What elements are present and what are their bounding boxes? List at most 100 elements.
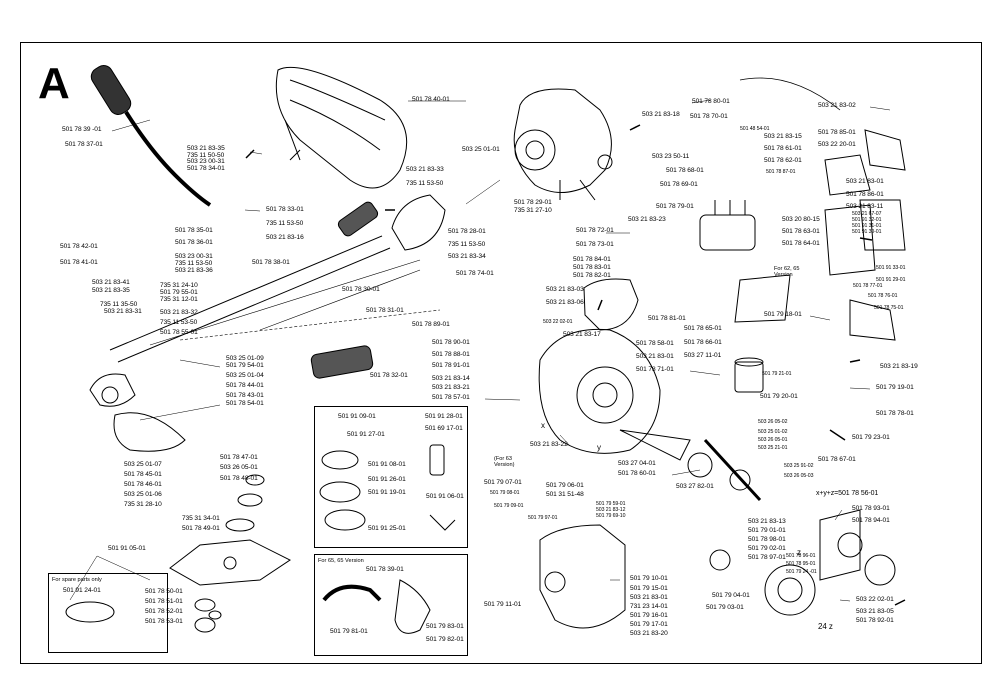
part-number-label: 501 79 59-01	[596, 501, 626, 507]
part-number-label: 503 25 01-07	[124, 461, 162, 468]
harness-strap	[275, 66, 408, 189]
part-number-label: 501 31 51-48	[546, 491, 584, 498]
crankshaft	[687, 438, 762, 502]
part-number-label: 503 21 83-01	[630, 594, 668, 601]
part-number-label: 501 78 79-01	[656, 203, 694, 210]
part-number-label: 501 78 61-01	[764, 145, 802, 152]
part-number-label: 501 78 55-01	[160, 329, 198, 336]
part-number-label: 503 21 67-07	[852, 211, 882, 217]
clutch-housing	[391, 194, 446, 251]
part-number-label: 501 78 33-01	[266, 206, 304, 213]
part-number-label: 501 91 30-01	[852, 229, 882, 235]
part-number-label: 501 79 09-01	[494, 503, 524, 509]
part-number-label: 501 91 32-01	[852, 217, 882, 223]
part-number-label: 501 78 63-01	[782, 228, 820, 235]
starter-assembly	[709, 509, 896, 616]
part-number-label: 501 78 93-01	[852, 505, 890, 512]
part-number-label: 501 79 03-01	[706, 604, 744, 611]
part-number-label: 503 25 01-04	[226, 372, 264, 379]
part-number-label: 501 79 23-01	[852, 434, 890, 441]
part-number-label: 735 11 35-50	[100, 301, 138, 308]
part-number-label: 503 22 02-01	[543, 319, 573, 325]
part-number-label: 501 79 20-01	[760, 393, 798, 400]
part-number-label: 501 78 52-01	[145, 608, 183, 615]
part-number-label: 501 79 15-01	[630, 585, 668, 592]
sheet-letter: A	[38, 59, 70, 108]
part-number-label: 503 21 83-16	[266, 234, 304, 241]
part-number-label: 501 79 11-01	[484, 601, 522, 608]
part-number-label: 501 78 54-01	[226, 400, 264, 407]
part-number-label: 501 78 49-01	[182, 525, 220, 532]
part-number-label: 501 78 97-01	[748, 554, 786, 561]
part-number-label: 501 79 04-01	[712, 592, 750, 599]
part-number-label: 501 78 75-01	[874, 305, 904, 311]
part-number-label: 501 91 26-01	[368, 476, 406, 483]
part-number-label: 735 31 12-01	[160, 296, 198, 303]
part-number-label: 501 79 08-01	[490, 490, 520, 496]
blade-washers	[194, 474, 265, 633]
part-number-label: 501 78 41-01	[60, 259, 98, 266]
grass-blade	[169, 539, 291, 586]
part-number-label: 501 91 06-01	[426, 493, 464, 500]
part-number-label: 501 79 55-01	[160, 289, 198, 296]
drawing-frame	[20, 42, 982, 664]
version-inset-box	[314, 554, 468, 656]
choke-cable	[739, 77, 841, 111]
part-number-label: 735 31 24-10	[160, 282, 198, 289]
part-number-label: 503 21 83-36	[175, 267, 213, 274]
part-number-label: 503 22 02-01	[856, 596, 894, 603]
part-number-label: 501 79 01-01	[748, 527, 786, 534]
part-number-label: 501 78 46-01	[124, 481, 162, 488]
part-number-label: 501 78 94-01	[852, 517, 890, 524]
part-number-label: 503 20 80-15	[782, 216, 820, 223]
part-number-label: 501 91 31-01	[852, 223, 882, 229]
part-number-label: 503 21 83-06	[546, 299, 584, 306]
part-number-label: 501 78 30-01	[342, 286, 380, 293]
part-number-label: 501 78 74-01	[456, 270, 494, 277]
piston	[734, 357, 764, 393]
part-number-label: 501 78 98-01	[748, 536, 786, 543]
part-number-label: 501 79 24 -01	[786, 569, 817, 575]
part-number-label: 501 78 51-01	[145, 598, 183, 605]
part-number-label: 501 78 38-01	[252, 259, 290, 266]
part-number-label: 501 78 42-01	[60, 243, 98, 250]
part-number-label: 731 23 14-01	[630, 603, 668, 610]
spare-parts-inset-box	[48, 573, 168, 653]
part-number-label: 503 21 83-14	[432, 375, 470, 382]
part-number-label: 501 78 84-01	[573, 256, 611, 263]
part-number-label: 503 21 83-35	[187, 145, 225, 152]
part-number-label: 503 21 83-22	[530, 441, 568, 448]
carburettor	[699, 200, 791, 323]
spare-parts-note: For spare parts only	[52, 577, 102, 583]
part-number-label: 503 26 05-01	[220, 464, 258, 471]
reference-letter: 24 z	[818, 622, 833, 631]
part-number-label: 501 48 54-01	[740, 126, 770, 132]
part-number-label: 503 26 05-02	[758, 419, 788, 425]
part-number-label: 503 21 83-12	[596, 507, 626, 513]
part-number-label: 501 78 37-01	[65, 141, 103, 148]
part-number-label: 735 31 28-10	[124, 501, 162, 508]
part-number-label: 501 91 28-01	[425, 413, 463, 420]
grip-sleeve	[310, 345, 374, 379]
part-number-label: 503 23 00-31	[175, 253, 213, 260]
part-number-label: 501 78 70-01	[690, 113, 728, 120]
part-number-label: 503 27 04-01	[618, 460, 656, 467]
part-number-label: 501 91 19-01	[368, 489, 406, 496]
gear-head	[89, 373, 186, 452]
part-number-label: 503 21 83-33	[406, 166, 444, 173]
part-number-label: 503 26 05-01	[758, 437, 788, 443]
version-63-note: (For 63 Version)	[494, 456, 515, 468]
part-number-label: 501 79 07-01	[484, 479, 522, 486]
leader-lines	[69, 99, 891, 602]
part-number-label: 503 21 83-23	[628, 216, 666, 223]
part-number-label: 501 91 24-01	[63, 587, 101, 594]
part-number-label: 501 78 78-01	[876, 410, 914, 417]
version-65-handle	[322, 579, 431, 634]
trimmer-head-kit	[319, 444, 456, 531]
part-number-label: 735 11 53-50	[160, 319, 198, 326]
engine-assembly	[513, 88, 613, 201]
part-number-label: 503 21 83-05	[856, 608, 894, 615]
fuel-tank	[539, 524, 626, 629]
part-number-label: 735 11 53-50	[448, 241, 486, 248]
